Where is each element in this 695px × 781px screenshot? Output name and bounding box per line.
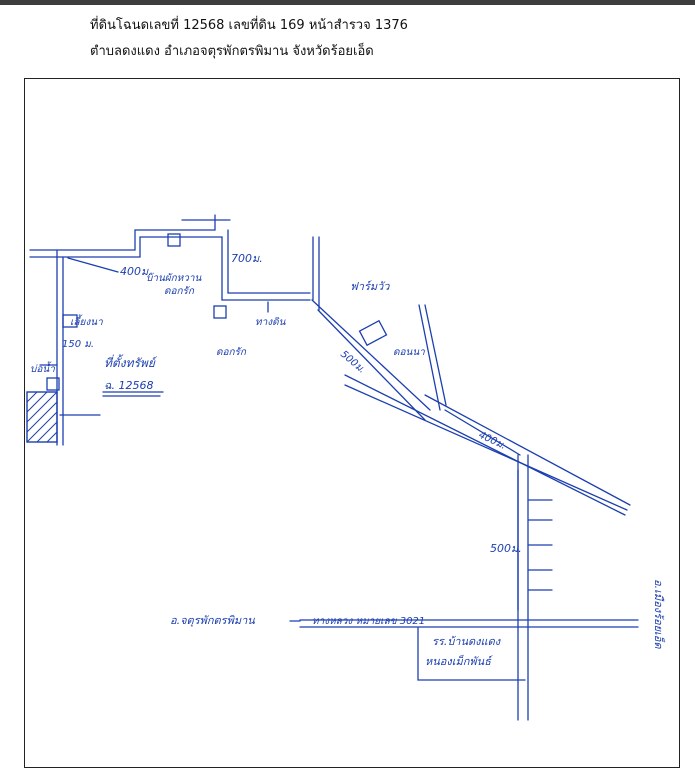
- label-donna: ดอนนา: [393, 347, 425, 358]
- road-top-left-inner: [29, 236, 311, 301]
- header-title-deed: ที่ดินโฉนดเลขที่ 12568 เลขที่ดิน 169 หน้…: [90, 18, 408, 33]
- label-left-town: อ.จตุรพักตรพิมาน: [170, 614, 255, 627]
- road-diag-1b: [317, 309, 426, 421]
- label-500-diag: 500ม.: [338, 349, 367, 376]
- school-box: [417, 627, 526, 681]
- road-top-left: [29, 214, 216, 251]
- label-site-no: ฉ. 12568: [104, 379, 153, 392]
- road-diag-1: [311, 299, 431, 411]
- label-road-dirt: ทางดิน: [255, 316, 287, 328]
- label-farm: ฟาร์มวัว: [350, 280, 390, 293]
- road-upper-bend: [227, 229, 311, 294]
- header-location: ตำบลดงแดง อำเภอจตุรพักตรพิมาน จังหวัดร้อ…: [90, 44, 374, 59]
- label-monument: บ่อน้ำ: [30, 361, 55, 375]
- map-frame: [24, 78, 680, 768]
- road-stubs: [527, 499, 553, 591]
- label-wat: ดอกรัก: [216, 347, 247, 358]
- label-kor: เลี้ยงนา: [70, 314, 103, 328]
- road-donna-2: [424, 304, 447, 406]
- label-150: 150 ม.: [62, 339, 94, 350]
- wat-icon: [213, 305, 227, 319]
- site-underline: [102, 391, 164, 397]
- label-highway: ทางหลวง หมายเลข 3021: [312, 616, 425, 627]
- label-right-town: อ.เมืองร้อยเอ็ด: [652, 579, 666, 649]
- label-site: ที่ตั้งทรัพย์: [104, 354, 158, 370]
- farm-icon: [358, 319, 388, 347]
- road-main-diag-c: [424, 394, 631, 506]
- label-house-left: บ้านผักหวาน: [146, 272, 203, 284]
- house-left-icon: [167, 233, 181, 247]
- label-school-2: หนองเม็กพันธ์: [425, 654, 494, 668]
- arrow-400-road: [444, 409, 521, 456]
- top-edge-bar: [0, 0, 695, 5]
- site-parcel: [26, 391, 58, 443]
- label-400-top: 400ม.: [120, 265, 152, 278]
- label-500-vert: 500ม.: [490, 542, 522, 555]
- road-main-diag-a: [344, 374, 626, 516]
- label-school-1: รร.บ้านดงแดง: [432, 635, 502, 648]
- kor-icon: [62, 314, 78, 328]
- site-hatching: [26, 391, 58, 443]
- arrow-400-top: [67, 257, 119, 273]
- monument-icon: [46, 377, 60, 391]
- road-donna: [418, 304, 441, 411]
- label-house-left-2: ดอกรัก: [164, 286, 195, 297]
- label-700: 700ม.: [231, 252, 263, 265]
- road-main-diag-b: [344, 384, 628, 511]
